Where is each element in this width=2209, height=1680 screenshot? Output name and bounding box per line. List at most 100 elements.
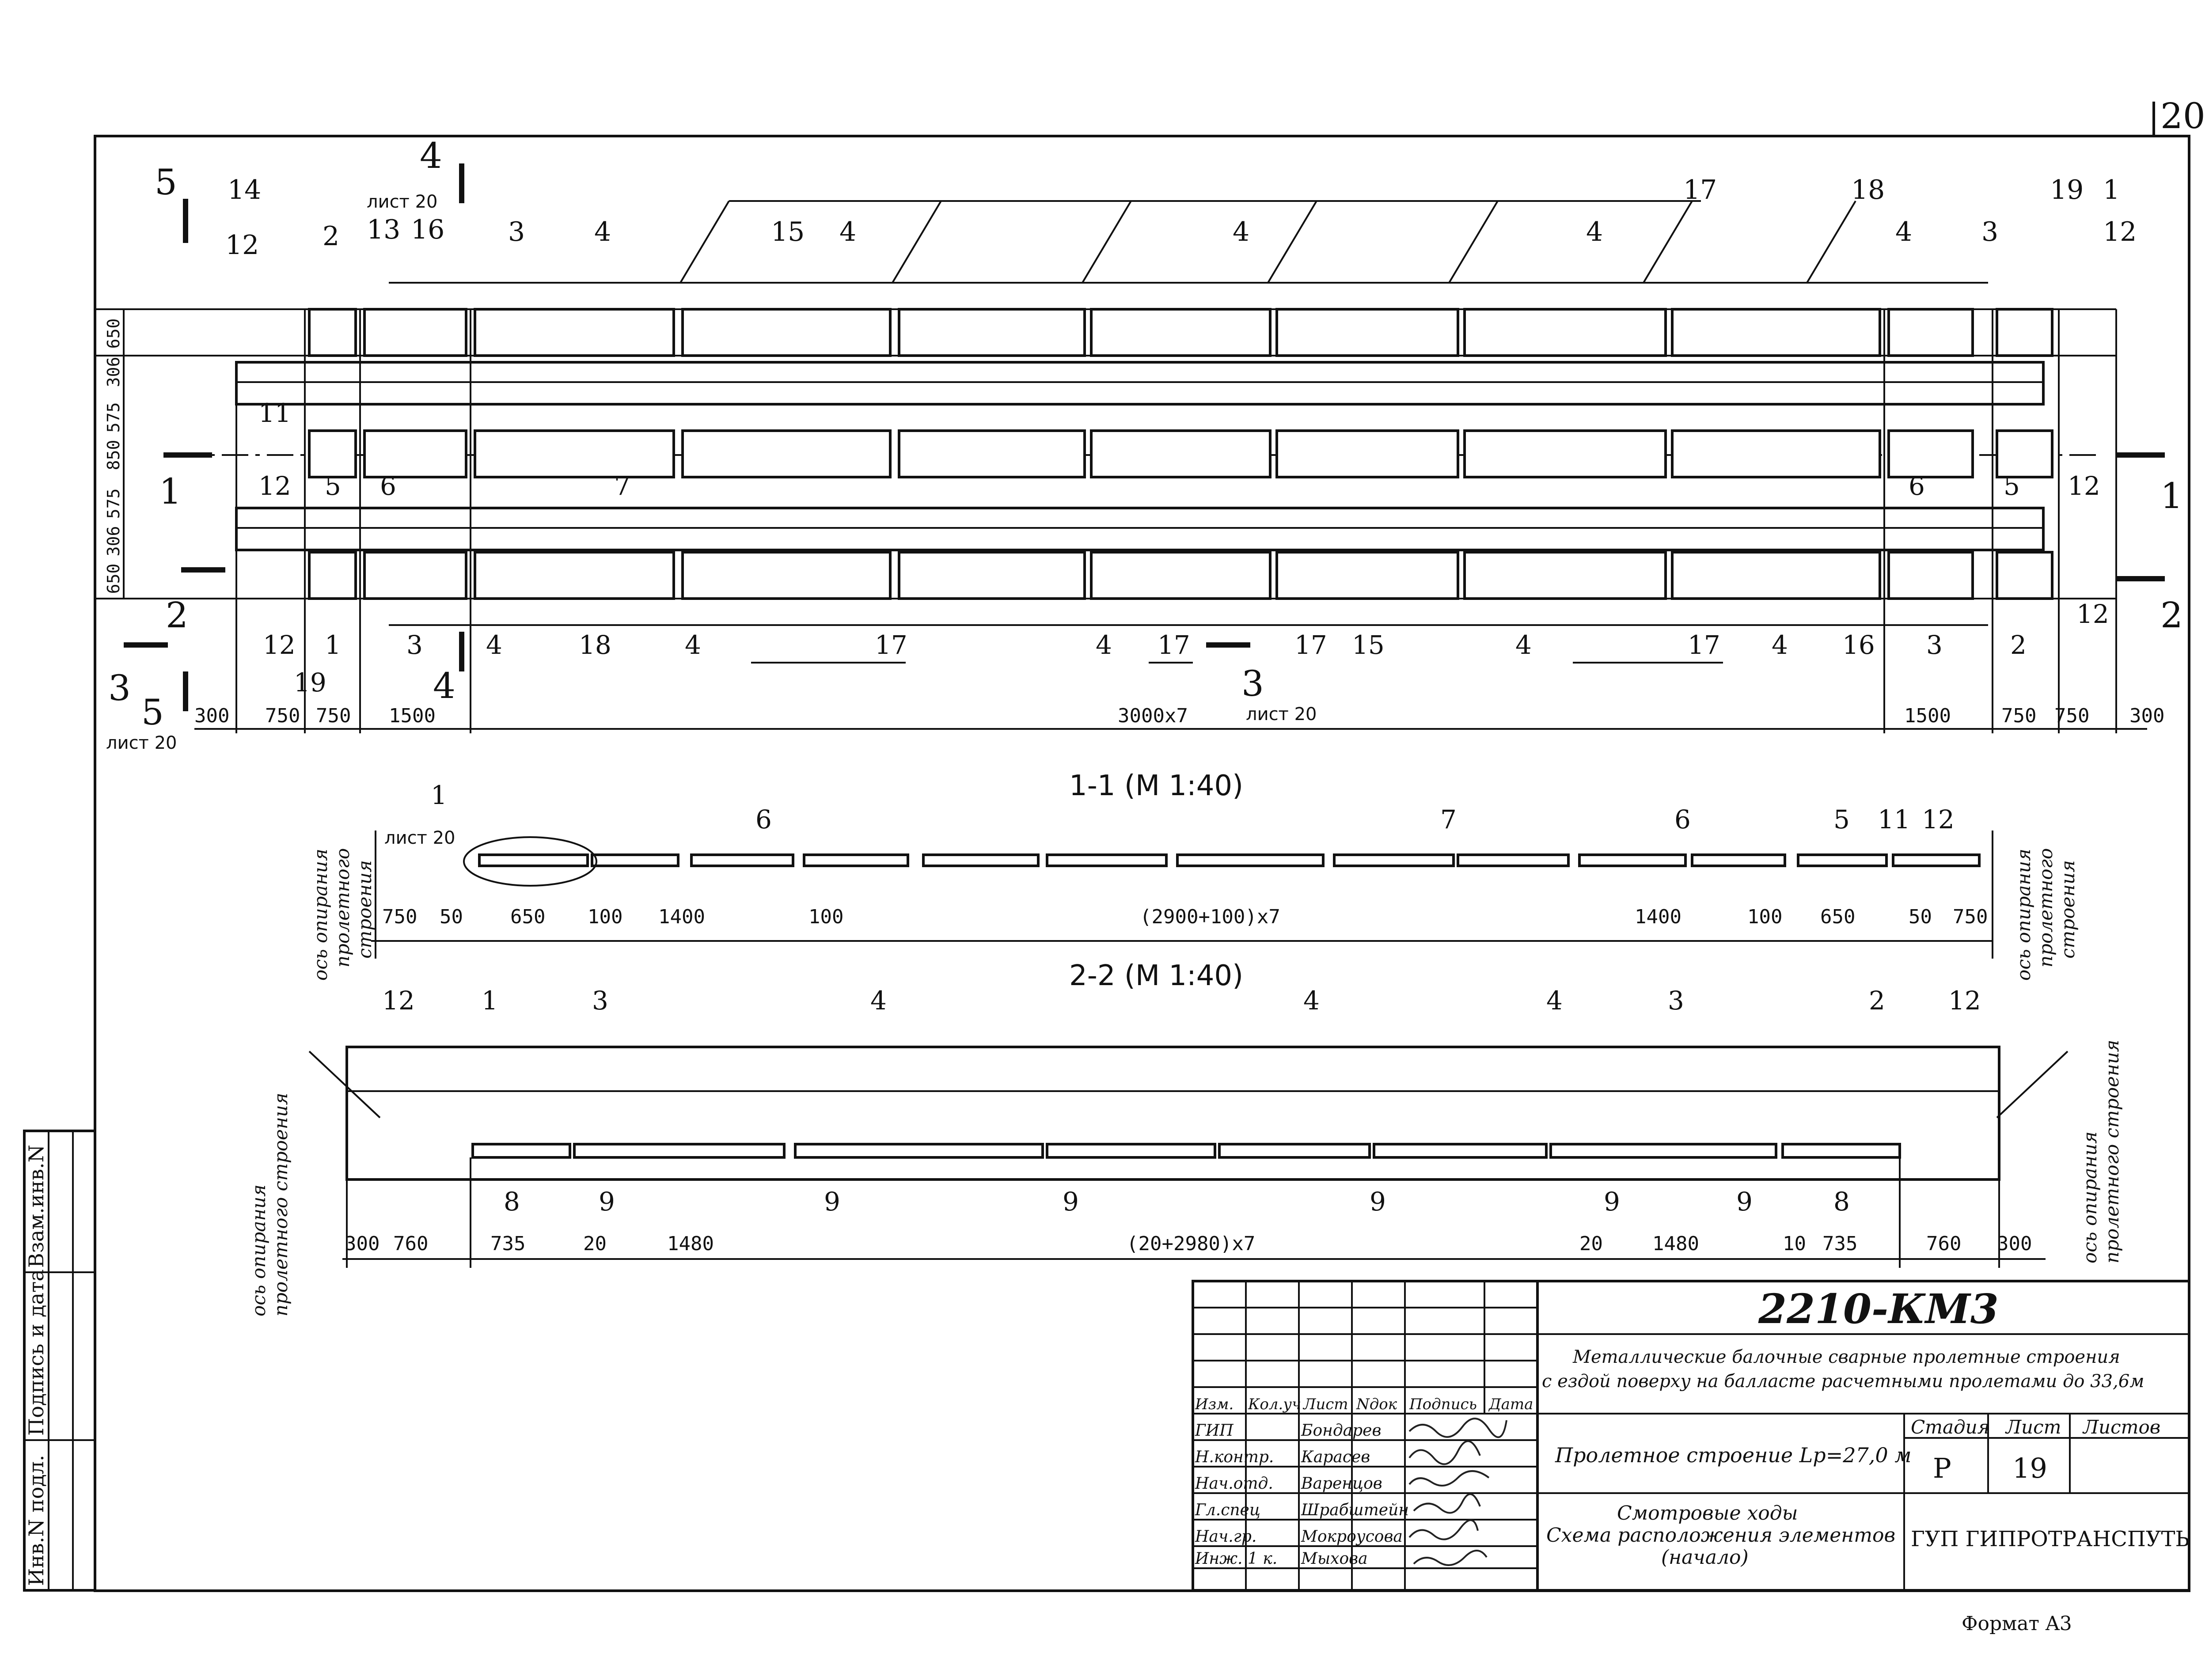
section-1-axis-labels: ось опирания пролетного строения ось опи… [310, 848, 2079, 981]
svg-text:9: 9 [1370, 1187, 1386, 1217]
svg-text:4: 4 [1772, 630, 1788, 660]
svg-text:850: 850 [104, 440, 123, 470]
svg-text:4: 4 [1895, 216, 1912, 247]
svg-text:306: 306 [104, 357, 123, 387]
section-2-deck-plates [471, 1143, 1901, 1159]
svg-text:17: 17 [1688, 630, 1720, 660]
svg-text:6: 6 [1909, 471, 1925, 501]
svg-text:10: 10 [1783, 1233, 1806, 1255]
svg-text:5: 5 [141, 692, 164, 733]
svg-text:735: 735 [490, 1233, 525, 1255]
signers-table: ГИП Бондарев Н.контр. Карасев Нач.отд. В… [1195, 1422, 1409, 1568]
svg-text:750: 750 [316, 705, 351, 727]
svg-text:4: 4 [1096, 630, 1112, 660]
svg-text:650: 650 [104, 319, 123, 349]
svg-text:750: 750 [2054, 705, 2089, 727]
svg-text:Карасев: Карасев [1301, 1448, 1370, 1466]
svg-text:15: 15 [771, 216, 805, 247]
svg-text:18: 18 [1851, 174, 1885, 205]
svg-text:ось опирания: ось опирания [2079, 1131, 2101, 1263]
svg-text:4: 4 [839, 216, 856, 247]
svg-text:19: 19 [2012, 1452, 2047, 1484]
svg-text:3: 3 [592, 986, 608, 1016]
svg-text:Инж. 1 к.: Инж. 1 к. [1195, 1550, 1277, 1568]
svg-text:Металлические балочные сварные: Металлические балочные сварные пролетные… [1572, 1347, 2120, 1367]
svg-text:5: 5 [155, 162, 177, 203]
svg-text:Мыхова: Мыхова [1301, 1550, 1368, 1568]
svg-text:4: 4 [433, 665, 455, 706]
svg-text:16: 16 [1842, 630, 1875, 660]
svg-text:строения: строения [2057, 860, 2079, 959]
section-2-axis-labels: ось опирания пролетного строения ось опи… [248, 1040, 2123, 1316]
svg-text:ось опирания: ось опирания [248, 1184, 269, 1316]
svg-text:7: 7 [614, 471, 630, 501]
svg-text:750: 750 [265, 705, 300, 727]
organization: ГУП ГИПРОТРАНСПУТЬ [1911, 1527, 2190, 1551]
sheet-frame: 20 [94, 95, 2205, 1592]
svg-text:2: 2 [323, 221, 339, 252]
top-leader-lines [389, 200, 1988, 284]
svg-text:2: 2 [1869, 986, 1885, 1016]
svg-text:9: 9 [824, 1187, 840, 1217]
svg-text:Дата: Дата [1488, 1396, 1533, 1413]
svg-text:Лист: Лист [2005, 1416, 2061, 1438]
svg-text:9: 9 [1736, 1187, 1753, 1217]
svg-text:5: 5 [325, 471, 341, 501]
svg-text:11: 11 [1878, 804, 1910, 834]
svg-text:5: 5 [1833, 804, 1850, 834]
svg-text:6: 6 [755, 804, 772, 834]
svg-text:пролетного: пролетного [332, 848, 353, 967]
svg-text:9: 9 [599, 1187, 615, 1217]
svg-text:пролетного строения: пролетного строения [270, 1093, 292, 1316]
svg-text:17: 17 [1294, 630, 1327, 660]
svg-text:1: 1 [482, 986, 498, 1016]
svg-text:650: 650 [1820, 906, 1855, 928]
svg-text:ось опирания: ось опирания [2013, 849, 2034, 981]
svg-text:3: 3 [1981, 216, 1998, 247]
svg-text:750: 750 [382, 906, 417, 928]
side-stamp: Инв.N подл. Подпись и дата Взам.инв.N [23, 1130, 96, 1592]
svg-text:575: 575 [104, 402, 123, 433]
svg-text:4: 4 [420, 135, 442, 176]
section-2-top-callouts: 12 1 3 4 4 4 3 2 12 [382, 986, 1981, 1016]
svg-text:300: 300 [1997, 1233, 2032, 1255]
svg-text:пролетного строения: пролетного строения [2101, 1040, 2123, 1263]
svg-text:3: 3 [508, 216, 525, 247]
svg-text:лист 20: лист 20 [106, 733, 177, 753]
svg-text:300: 300 [345, 1233, 380, 1255]
svg-text:50: 50 [1909, 906, 1932, 928]
bottom-walkway-panels [308, 551, 2053, 600]
svg-text:12: 12 [2068, 471, 2100, 501]
left-dimension-chain: 650 306 575 850 575 306 650 [104, 309, 125, 599]
section-marks: 5 4 лист 20 4 5 лист 20 1 1 2 2 3 3 лист… [106, 135, 2183, 753]
svg-text:пролетного: пролетного [2035, 848, 2057, 967]
svg-text:(2900+100)x7: (2900+100)x7 [1140, 906, 1280, 928]
svg-text:Нач.гр.: Нач.гр. [1195, 1528, 1256, 1546]
svg-text:Смотровые ходы: Смотровые ходы [1617, 1502, 1798, 1525]
svg-text:4: 4 [870, 986, 887, 1016]
svg-text:2: 2 [166, 595, 188, 636]
detail-1-bubble [463, 836, 597, 887]
svg-text:100: 100 [588, 906, 622, 928]
section-1-callouts: 1 лист 20 6 7 6 5 11 12 [384, 780, 1955, 848]
title-block: 2210-КМ3 Металлические балочные сварные … [1192, 1280, 2190, 1592]
svg-text:19: 19 [2050, 174, 2084, 205]
svg-text:1500: 1500 [389, 705, 436, 727]
title-block-header-row: Изм. Кол.уч Лист Nдок Подпись Дата [1195, 1396, 1533, 1413]
svg-text:Варенцов: Варенцов [1301, 1475, 1382, 1493]
svg-text:1480: 1480 [1652, 1233, 1699, 1255]
svg-text:лист 20: лист 20 [1246, 704, 1317, 724]
svg-text:17: 17 [1683, 174, 1717, 205]
svg-text:Nдок: Nдок [1356, 1396, 1397, 1413]
svg-text:4: 4 [1546, 986, 1563, 1016]
svg-text:760: 760 [393, 1233, 428, 1255]
svg-text:12: 12 [382, 986, 415, 1016]
svg-text:2: 2 [2010, 630, 2027, 660]
svg-text:4: 4 [1303, 986, 1320, 1016]
svg-text:4: 4 [1233, 216, 1249, 247]
svg-text:12: 12 [1922, 804, 1955, 834]
svg-text:12: 12 [225, 230, 259, 261]
plan-view: 650 306 575 850 575 306 650 300 750 750 … [95, 135, 2183, 753]
svg-text:строения: строения [354, 860, 376, 959]
format-label: Формат A3 [1962, 1612, 2072, 1635]
